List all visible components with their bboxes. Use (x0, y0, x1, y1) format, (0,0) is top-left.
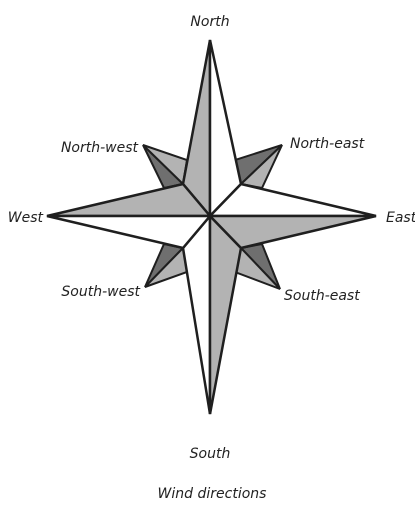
south-arm-right (210, 216, 241, 414)
east-arm-bottom (210, 216, 376, 248)
west-arm-top (47, 184, 210, 216)
label-west: West (8, 210, 44, 226)
label-south-east: South-east (284, 288, 360, 304)
label-north-west: North-west (61, 140, 139, 156)
label-south: South (190, 446, 231, 462)
cardinal-points (47, 40, 376, 414)
label-north: North (190, 14, 229, 30)
label-east: East (386, 210, 415, 226)
label-north-east: North-east (290, 136, 365, 152)
west-arm-bottom (47, 216, 210, 248)
diagram-caption: Wind directions (158, 486, 267, 502)
label-south-west: South-west (61, 284, 140, 300)
south-arm-left (183, 216, 210, 414)
east-arm-top (210, 184, 376, 216)
